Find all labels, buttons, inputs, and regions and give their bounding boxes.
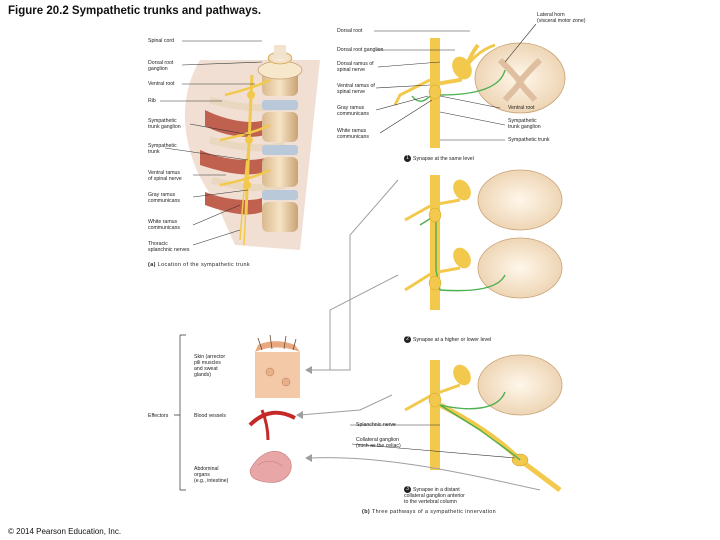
caption-a-text: Location of the sympathetic trunk	[157, 262, 251, 268]
label-ventral-root-a: Ventral root	[148, 81, 175, 87]
caption-a: (a) Location of the sympathetic trunk	[148, 262, 250, 268]
label-sympathetic-trunk-a: Sympathetic trunk	[148, 143, 177, 155]
intestine-illustration	[249, 451, 292, 483]
label-dorsal-root-ganglion-a: Dorsal root ganglion	[148, 60, 174, 72]
label-sympathetic-trunk-ganglion-a: Sympathetic trunk ganglion	[148, 118, 181, 130]
caption-b-text: Three pathways of a sympathetic innervat…	[371, 509, 497, 515]
skin-illustration	[255, 334, 300, 398]
label-gray-ramus-a: Gray ramus communicans	[148, 192, 181, 204]
label-collateral-ganglion: Collateral ganglion (such as the celiac)	[356, 437, 401, 449]
pathway-2-number: 2	[404, 336, 411, 343]
pathway-3-number: 3	[404, 486, 411, 493]
label-rib: Rib	[148, 98, 156, 104]
label-splanchnic-nerve: Splanchnic nerve	[356, 422, 396, 428]
blood-vessel-illustration	[248, 409, 296, 441]
vertebral-column-illustration	[184, 45, 320, 250]
effectors-bracket	[174, 334, 186, 491]
pathway-1-text: Synapse at the same level	[413, 155, 474, 162]
label-gray-ramus-b: Gray ramus communicans	[337, 105, 370, 117]
label-ventral-ramus-a: Ventral ramus of spinal nerve	[148, 170, 182, 182]
label-blood-vessels: Blood vessels	[194, 413, 227, 419]
label-spinal-cord: Spinal cord	[148, 38, 174, 44]
pathway-2-text: Synapse at a higher or lower level	[413, 336, 492, 343]
label-dorsal-root-ganglion-b: Dorsal root ganglion	[337, 47, 384, 53]
label-skin: Skin (arrector pili muscles and sweat gl…	[194, 354, 226, 378]
label-dorsal-ramus: Dorsal ramus of spinal nerve	[337, 61, 374, 73]
copyright: © 2014 Pearson Education, Inc.	[8, 527, 122, 536]
label-white-ramus-b: White ramus communicans	[337, 128, 370, 140]
caption-b: (b) Three pathways of a sympathetic inne…	[362, 509, 496, 515]
panel-b-leader-lines	[350, 23, 537, 459]
label-sympathetic-trunk-ganglion-b: Sympathetic trunk ganglion	[508, 118, 541, 130]
label-lateral-horn: Lateral horn (visceral motor zone)	[537, 12, 586, 24]
pathway-1-number: 1	[404, 155, 411, 162]
label-effectors: Effectors	[148, 413, 169, 419]
panel-a-leader-lines	[160, 40, 263, 246]
pathway-3-illustration	[404, 354, 563, 492]
pathway-3-text: Synapse in a distant collateral ganglion…	[404, 486, 465, 505]
figure-title: Figure 20.2 Sympathetic trunks and pathw…	[8, 5, 262, 17]
label-ventral-root-b: Ventral root	[508, 105, 535, 111]
pathway-2-illustration	[404, 169, 563, 310]
label-white-ramus-a: White ramus communicans	[148, 219, 181, 231]
label-sympathetic-trunk-b: Sympathetic trunk	[508, 137, 550, 143]
effector-arrows	[299, 179, 541, 491]
effector-arrowheads	[296, 366, 312, 462]
caption-b-letter: (b)	[362, 509, 371, 515]
label-thoracic-splanchnic: Thoracic splanchnic nerves	[148, 241, 190, 253]
caption-a-letter: (a)	[148, 262, 156, 268]
label-ventral-ramus-b: Ventral ramus of spinal nerve	[337, 83, 375, 95]
pathway-1-illustration	[393, 38, 566, 148]
label-dorsal-root: Dorsal root	[337, 28, 363, 34]
label-abdominal-organs: Abdominal organs (e.g., intestine)	[194, 466, 229, 484]
